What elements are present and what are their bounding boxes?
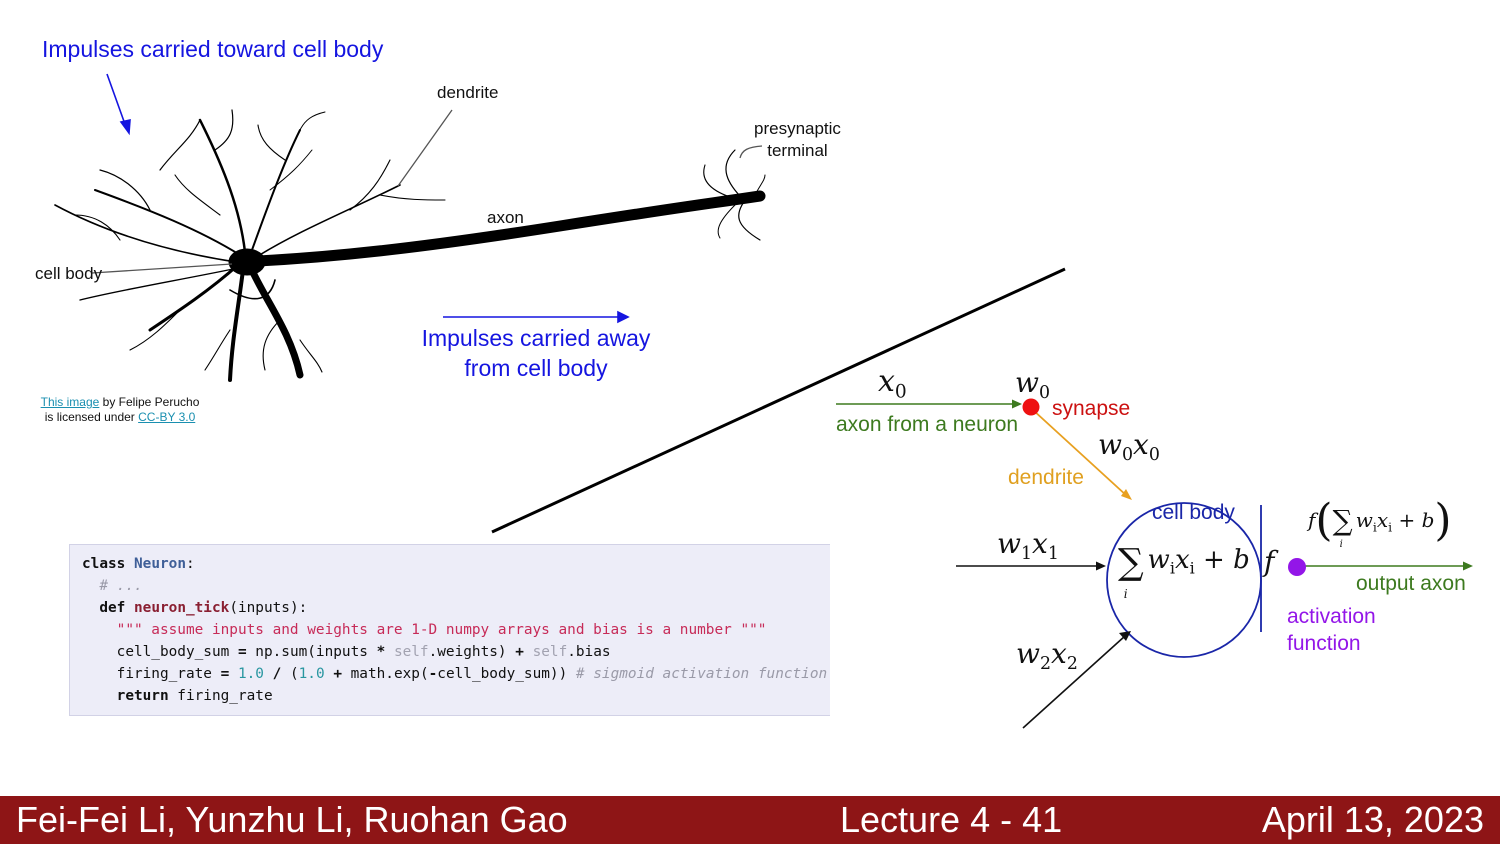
w0x0-label: w0x0 bbox=[1098, 428, 1160, 466]
x0-label: x0 bbox=[878, 364, 907, 403]
w2x2-label: w2x2 bbox=[1016, 637, 1078, 675]
output-axon-label: output axon bbox=[1356, 572, 1466, 595]
image-link[interactable]: This image bbox=[40, 395, 100, 409]
activation-line1: activation bbox=[1287, 605, 1376, 628]
activation-function-label: activation function bbox=[1287, 603, 1376, 657]
code-line-3: def neuron_tick(inputs): bbox=[99, 600, 308, 616]
model-cell-body-label: cell body bbox=[1152, 501, 1235, 524]
code-line-5: cell_body_sum = np.sum(inputs * self.wei… bbox=[82, 644, 611, 660]
activation-line2: function bbox=[1287, 632, 1361, 655]
away-arrow bbox=[443, 310, 630, 324]
x0-sub: 0 bbox=[894, 381, 907, 403]
image-credit: This image by Felipe Perucho is licensed… bbox=[30, 395, 210, 425]
neuron-code-block: class Neuron: # ... def neuron_tick(inpu… bbox=[69, 544, 830, 716]
code-line-2: # ... bbox=[99, 578, 143, 594]
synapse-label: synapse bbox=[1052, 397, 1131, 420]
model-graphics bbox=[836, 398, 1473, 729]
code-line-1: class Neuron: bbox=[82, 556, 195, 572]
output-expression: f(∑iwixi + b) bbox=[1308, 495, 1452, 550]
slide-footer: Fei-Fei Li, Yunzhu Li, Ruohan Gao Lectur… bbox=[0, 796, 1500, 844]
axon-from-neuron-label: axon from a neuron bbox=[836, 413, 1019, 436]
code-line-4: """ assume inputs and weights are 1-D nu… bbox=[116, 622, 767, 638]
footer-date: April 13, 2023 bbox=[1261, 799, 1484, 840]
model-dendrite-label: dendrite bbox=[1008, 466, 1084, 489]
footer-lecture: Lecture 4 - 41 bbox=[840, 799, 1063, 840]
w0-sub: 0 bbox=[1038, 383, 1051, 404]
presynaptic-line2: terminal bbox=[767, 141, 828, 160]
neuron-shape bbox=[54, 109, 766, 382]
w0-label: w0 bbox=[1015, 366, 1050, 403]
away-from-cell-body-title: Impulses carried away from cell body bbox=[405, 323, 667, 383]
toward-cell-body-title: Impulses carried toward cell body bbox=[42, 36, 384, 62]
footer-authors: Fei-Fei Li, Yunzhu Li, Ruohan Gao bbox=[16, 799, 568, 840]
license-link[interactable]: CC-BY 3.0 bbox=[138, 410, 196, 424]
credit-text1: by Felipe Perucho bbox=[99, 395, 200, 409]
cell-body-label: cell body bbox=[35, 264, 103, 283]
label-leaders bbox=[91, 109, 763, 274]
code-line-6: firing_rate = 1.0 / (1.0 + math.exp(-cel… bbox=[82, 666, 828, 682]
away-title-line1: Impulses carried away bbox=[421, 325, 651, 351]
presynaptic-terminal-label: presynaptic terminal bbox=[754, 118, 841, 162]
w0-var: w bbox=[1015, 366, 1039, 399]
toward-arrow bbox=[106, 73, 131, 136]
code-line-7: return firing_rate bbox=[116, 688, 273, 704]
away-title-line2: from cell body bbox=[464, 355, 608, 381]
presynaptic-line1: presynaptic bbox=[754, 119, 841, 138]
x0-var: x bbox=[878, 364, 895, 399]
credit-text2: is licensed under bbox=[44, 410, 139, 424]
w1x1-label: w1x1 bbox=[997, 527, 1059, 565]
sum-expression: ∑iwixi + b bbox=[1118, 542, 1250, 601]
activation-f-label: f bbox=[1264, 545, 1275, 578]
dendrite-label: dendrite bbox=[437, 83, 499, 102]
separator-line bbox=[491, 267, 1066, 534]
axon-label: axon bbox=[487, 208, 524, 227]
